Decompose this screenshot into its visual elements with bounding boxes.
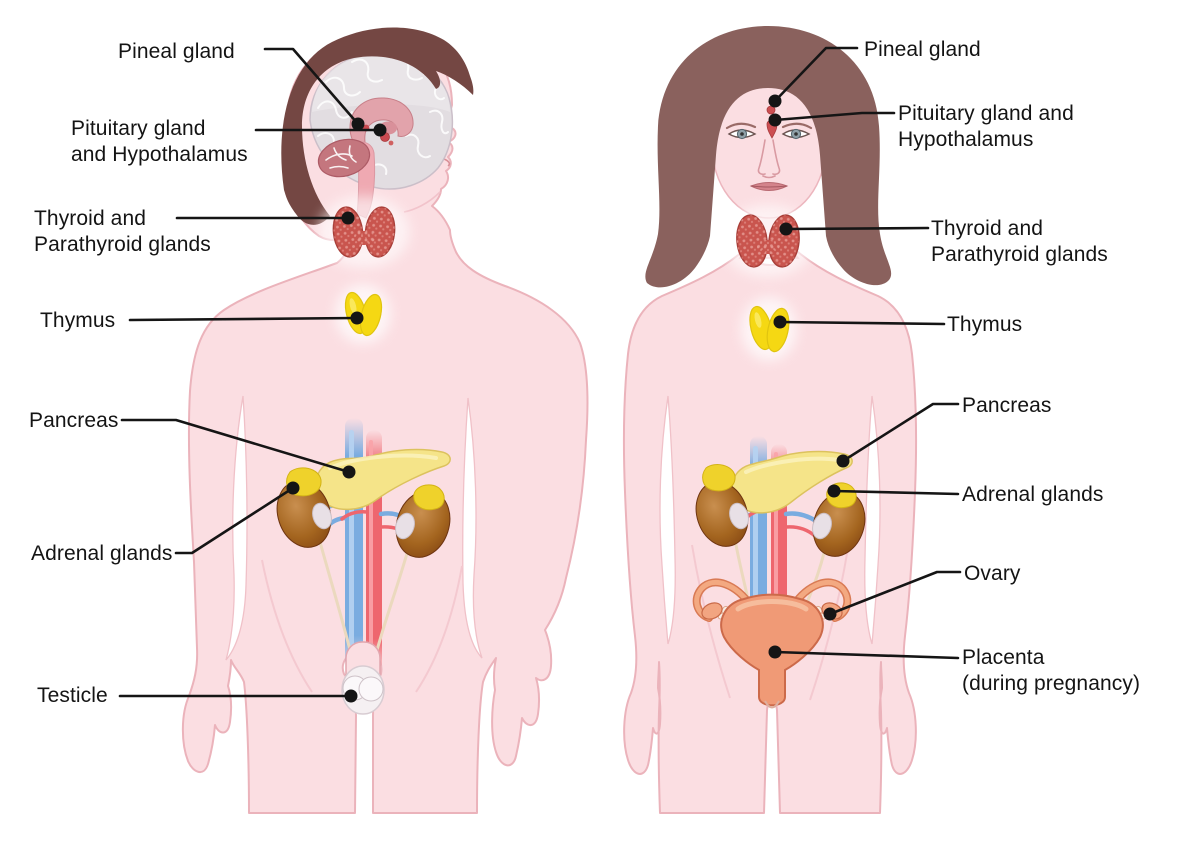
label-female-placenta: Placenta(during pregnancy) xyxy=(962,646,1141,695)
female-nose xyxy=(757,139,781,179)
dot-male-pancreas xyxy=(342,465,356,479)
female-thyroid-illustration xyxy=(722,205,814,277)
leader-female-thymus xyxy=(778,320,946,326)
male-hair xyxy=(281,27,474,225)
male-groin-crease-right xyxy=(415,565,463,693)
leader-female-thyroid xyxy=(784,226,930,231)
dot-female-thymus xyxy=(773,315,787,329)
male-right-adrenal xyxy=(413,484,445,511)
label-male-pineal: Pineal gland xyxy=(118,40,235,63)
label-male-thymus: Thymus xyxy=(40,309,116,332)
dot-female-thyroid xyxy=(779,222,793,236)
leader-female-ovary xyxy=(828,570,962,616)
male-cerebellum-branches xyxy=(325,145,357,169)
female-left-arm-gap xyxy=(659,395,676,645)
male-genital-illustration xyxy=(341,641,385,715)
female-thymus-illustration xyxy=(741,297,797,361)
male-body-skin xyxy=(181,32,589,814)
male-jaw-line xyxy=(403,191,441,213)
dot-female-pituitary xyxy=(768,113,782,127)
female-groin-crease-right xyxy=(809,547,849,701)
female-eyebrow-right xyxy=(781,122,813,130)
dot-male-pituitary xyxy=(373,123,387,137)
female-ovary-left xyxy=(701,602,723,620)
male-thyroid-illustration xyxy=(318,196,410,268)
female-left-adrenal xyxy=(702,464,736,492)
label-male-testicle: Testicle xyxy=(37,684,108,707)
dot-male-thyroid xyxy=(341,211,355,225)
leader-lines xyxy=(118,46,962,698)
female-eyebrow-left xyxy=(725,122,757,130)
female-groin-crease-left xyxy=(691,544,731,699)
female-hair xyxy=(645,26,892,288)
male-mouth-line xyxy=(443,158,451,167)
male-testicle-right xyxy=(358,676,384,702)
leader-male-thymus xyxy=(128,316,359,322)
male-hypothalamus-dot xyxy=(388,140,394,146)
label-female-pineal: Pineal gland xyxy=(864,38,981,61)
dot-male-testicle xyxy=(344,689,358,703)
male-figure xyxy=(181,27,589,814)
leader-female-placenta xyxy=(773,650,960,660)
leader-dots xyxy=(286,94,850,703)
leader-male-pancreas xyxy=(120,418,351,474)
leader-male-adrenal xyxy=(174,486,295,555)
leader-female-adrenal xyxy=(832,489,960,496)
dot-female-adrenal xyxy=(827,484,841,498)
label-female-pancreas: Pancreas xyxy=(962,394,1052,417)
label-female-ovary: Ovary xyxy=(964,562,1021,585)
male-brain-highlight xyxy=(312,54,450,112)
male-thymus-illustration xyxy=(335,284,391,344)
dot-female-pancreas xyxy=(836,454,850,468)
label-female-thymus: Thymus xyxy=(947,313,1023,336)
female-facial-features xyxy=(725,105,813,191)
leader-female-pancreas xyxy=(841,402,960,463)
male-brain-illustration xyxy=(309,52,454,219)
female-kidneys-illustration xyxy=(695,464,866,557)
dot-male-thymus xyxy=(350,311,364,325)
dot-female-pineal xyxy=(768,94,782,108)
label-male-adrenal: Adrenal glands xyxy=(31,542,173,565)
dot-female-ovary xyxy=(823,607,837,621)
leader-female-pituitary xyxy=(773,111,896,122)
dot-male-adrenal xyxy=(286,481,300,495)
female-figure xyxy=(623,26,917,814)
dot-female-placenta xyxy=(768,645,782,659)
leader-female-pineal xyxy=(773,46,859,103)
leader-male-pineal xyxy=(263,47,360,126)
male-groin-crease-left xyxy=(261,559,313,693)
male-right-arm-gap xyxy=(462,397,483,659)
dot-male-pineal xyxy=(351,117,365,131)
label-female-adrenal: Adrenal glands xyxy=(962,483,1104,506)
label-male-pancreas: Pancreas xyxy=(29,409,119,432)
female-vagina-hint xyxy=(764,700,780,709)
male-left-arm-gap xyxy=(225,395,248,661)
